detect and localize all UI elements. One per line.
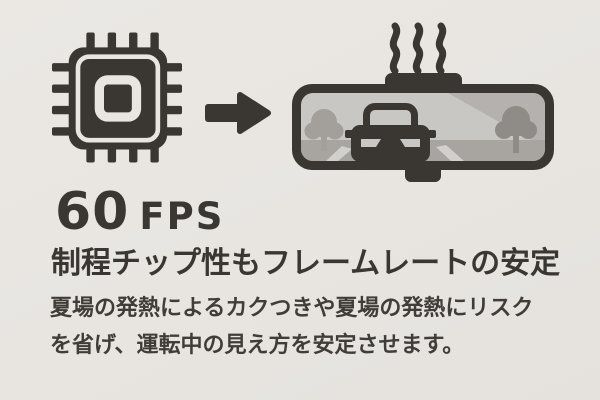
headline: 制程チップ性もフレームレートの安定 — [51, 246, 561, 281]
description: 夏場の発熱によるカクつきや夏場の発熱にリスク を省げ、運転中の見え方を安定させま… — [50, 290, 590, 364]
fps-value: 60 — [55, 182, 130, 242]
description-line-1: 夏場の発熱によるカクつきや夏場の発熱にリスク — [50, 296, 534, 321]
fps-unit: FPS — [139, 195, 225, 238]
right-arrow-icon — [205, 92, 271, 134]
heat-waves-icon — [389, 22, 447, 75]
tree-left-icon — [304, 109, 344, 151]
description-line-2: を省げ、運転中の見え方を安定させます。 — [50, 333, 465, 358]
cpu-chip-icon — [52, 32, 182, 163]
tree-right-icon — [495, 106, 537, 153]
rearview-mirror-display-icon — [292, 22, 554, 182]
fps-stat: 60 FPS — [55, 182, 225, 242]
car-silhouette-icon — [345, 103, 436, 161]
